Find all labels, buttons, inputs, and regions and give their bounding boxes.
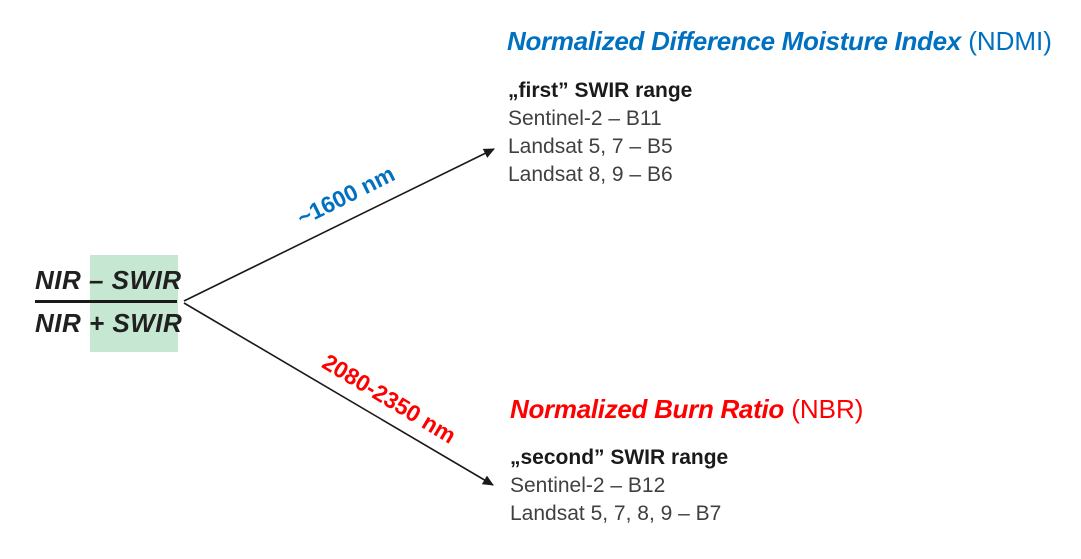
ndmi-band-line: Landsat 8, 9 – B6 bbox=[508, 163, 673, 186]
top-arrow bbox=[183, 148, 495, 302]
formula-denominator: NIR + SWIR bbox=[35, 308, 183, 338]
ndmi-range-heading: „first” SWIR range bbox=[508, 79, 693, 102]
nbr-details: „second” SWIR range Sentinel-2 – B12 Lan… bbox=[510, 444, 728, 528]
moisture-index-formula: NIR – SWIR NIR + SWIR bbox=[35, 262, 183, 341]
ndmi-band-line: Landsat 5, 7 – B5 bbox=[508, 135, 673, 158]
nbr-title-abbrev: (NBR) bbox=[791, 394, 864, 424]
ndmi-title: Normalized Difference Moisture Index (ND… bbox=[507, 26, 1052, 57]
nbr-range-heading: „second” SWIR range bbox=[510, 446, 729, 469]
swir-highlight-box bbox=[90, 255, 178, 352]
ndmi-title-abbrev: (NDMI) bbox=[968, 26, 1052, 56]
ndmi-band-line: Sentinel-2 – B11 bbox=[508, 107, 662, 130]
fraction-bar bbox=[35, 300, 177, 303]
formula-numerator: NIR – SWIR bbox=[35, 265, 182, 295]
nbr-title: Normalized Burn Ratio (NBR) bbox=[510, 394, 863, 425]
ndmi-details: „first” SWIR range Sentinel-2 – B11 Land… bbox=[508, 77, 692, 189]
nbr-band-line: Sentinel-2 – B12 bbox=[510, 474, 666, 497]
nbr-title-main: Normalized Burn Ratio bbox=[510, 394, 784, 424]
nbr-band-line: Landsat 5, 7, 8, 9 – B7 bbox=[510, 502, 722, 525]
ndmi-title-main: Normalized Difference Moisture Index bbox=[507, 26, 961, 56]
bottom-arrow bbox=[183, 302, 494, 486]
